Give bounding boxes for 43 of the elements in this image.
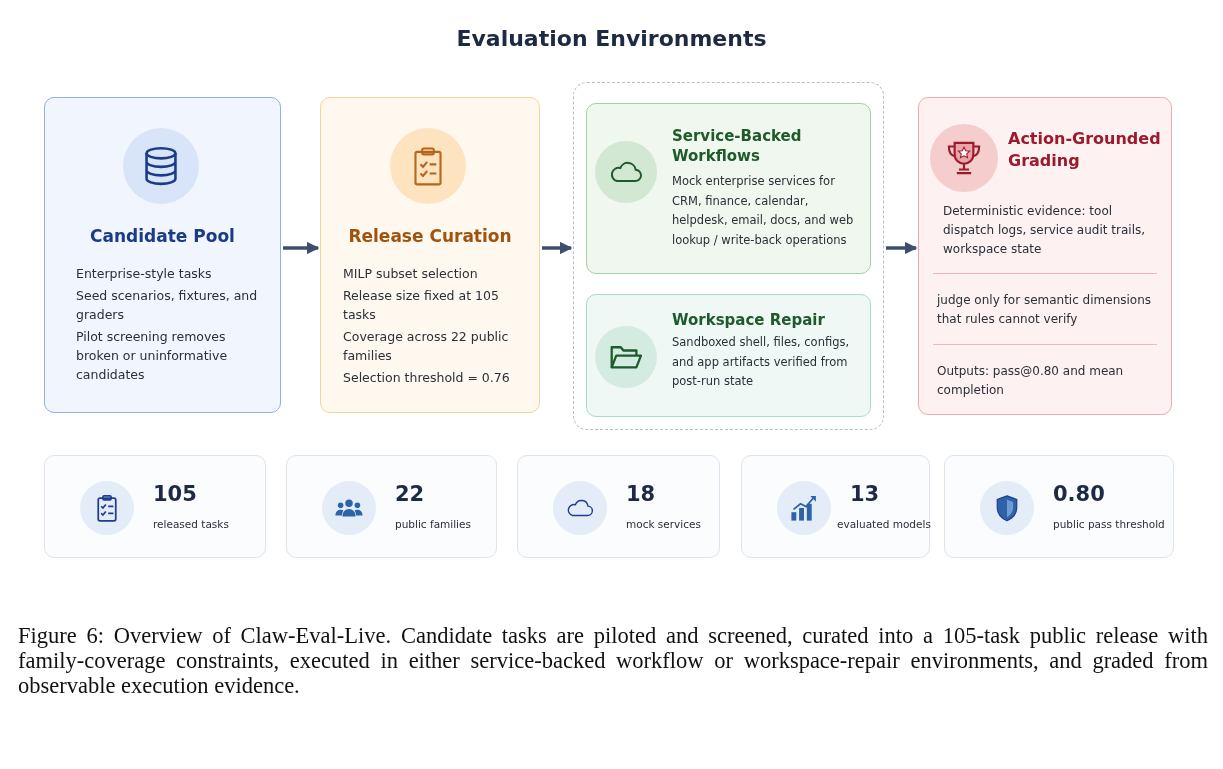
process-card bbox=[44, 97, 281, 413]
body-text: Enterprise-style tasks bbox=[76, 265, 213, 283]
stat-label: public pass threshold bbox=[1053, 518, 1165, 530]
stat-label: evaluated models bbox=[837, 518, 931, 530]
stat-label: public families bbox=[395, 518, 471, 530]
stat-number: 18 bbox=[626, 482, 656, 506]
stat-card bbox=[944, 455, 1174, 558]
body-text: Mock enterprise services for CRM, finance, calendar, helpdesk, email, docs, and web lookup / write-back operations bbox=[672, 173, 855, 249]
card-title: Workspace Repair bbox=[672, 310, 826, 330]
stat-number: 105 bbox=[153, 482, 197, 506]
arrow bbox=[542, 241, 573, 255]
stat-label: mock services bbox=[626, 518, 701, 530]
diagram-title: Evaluation Environments bbox=[455, 26, 768, 51]
stat-number: 13 bbox=[850, 482, 880, 506]
stat-number: 0.80 bbox=[1053, 482, 1105, 506]
arrow bbox=[283, 241, 320, 255]
body-text: Release size fixed at 105 tasks bbox=[343, 287, 500, 324]
body-text: Coverage across 22 public families bbox=[343, 328, 510, 365]
card-title: Candidate Pool bbox=[89, 226, 236, 246]
stat-card bbox=[44, 455, 266, 558]
body-text: Selection threshold = 0.76 bbox=[343, 369, 511, 387]
stat-card bbox=[286, 455, 497, 558]
stat-card bbox=[517, 455, 720, 558]
body-text: Seed scenarios, fixtures, and graders bbox=[76, 287, 259, 324]
stat-card bbox=[741, 455, 930, 558]
card-title: Release Curation bbox=[347, 226, 513, 246]
body-text: Deterministic evidence: tool dispatch logs, service audit trails, workspace state bbox=[943, 203, 1147, 258]
body-text: Sandboxed shell, files, configs, and app artifacts verified from post-run state bbox=[672, 334, 851, 390]
stat-label: released tasks bbox=[153, 518, 229, 530]
body-text: Pilot screening removes broken or uninformative candidates bbox=[76, 328, 229, 384]
environment-group bbox=[573, 82, 884, 430]
grading-card bbox=[918, 97, 1172, 415]
body-text: MILP subset selection bbox=[343, 265, 479, 283]
process-card bbox=[320, 97, 540, 413]
stat-number: 22 bbox=[395, 482, 425, 506]
arrow bbox=[886, 241, 918, 255]
card-title: Action-Grounded Grading bbox=[1008, 128, 1162, 172]
environment-card bbox=[586, 294, 871, 417]
body-text: judge only for semantic dimensions that rules cannot verify bbox=[937, 292, 1153, 328]
environment-card bbox=[586, 103, 871, 274]
figure-caption: Figure 6: Overview of Claw-Eval-Live. Candidate tasks are piloted and screened, curated into a 105-task public release with family-coverage constraints, executed in either service-backed workflow or workspace-repair environments, and graded from observable execution evidence. bbox=[18, 623, 1208, 698]
card-title: Service-Backed Workflows bbox=[672, 126, 803, 166]
body-text: Outputs: pass@0.80 and mean completion bbox=[937, 363, 1125, 399]
